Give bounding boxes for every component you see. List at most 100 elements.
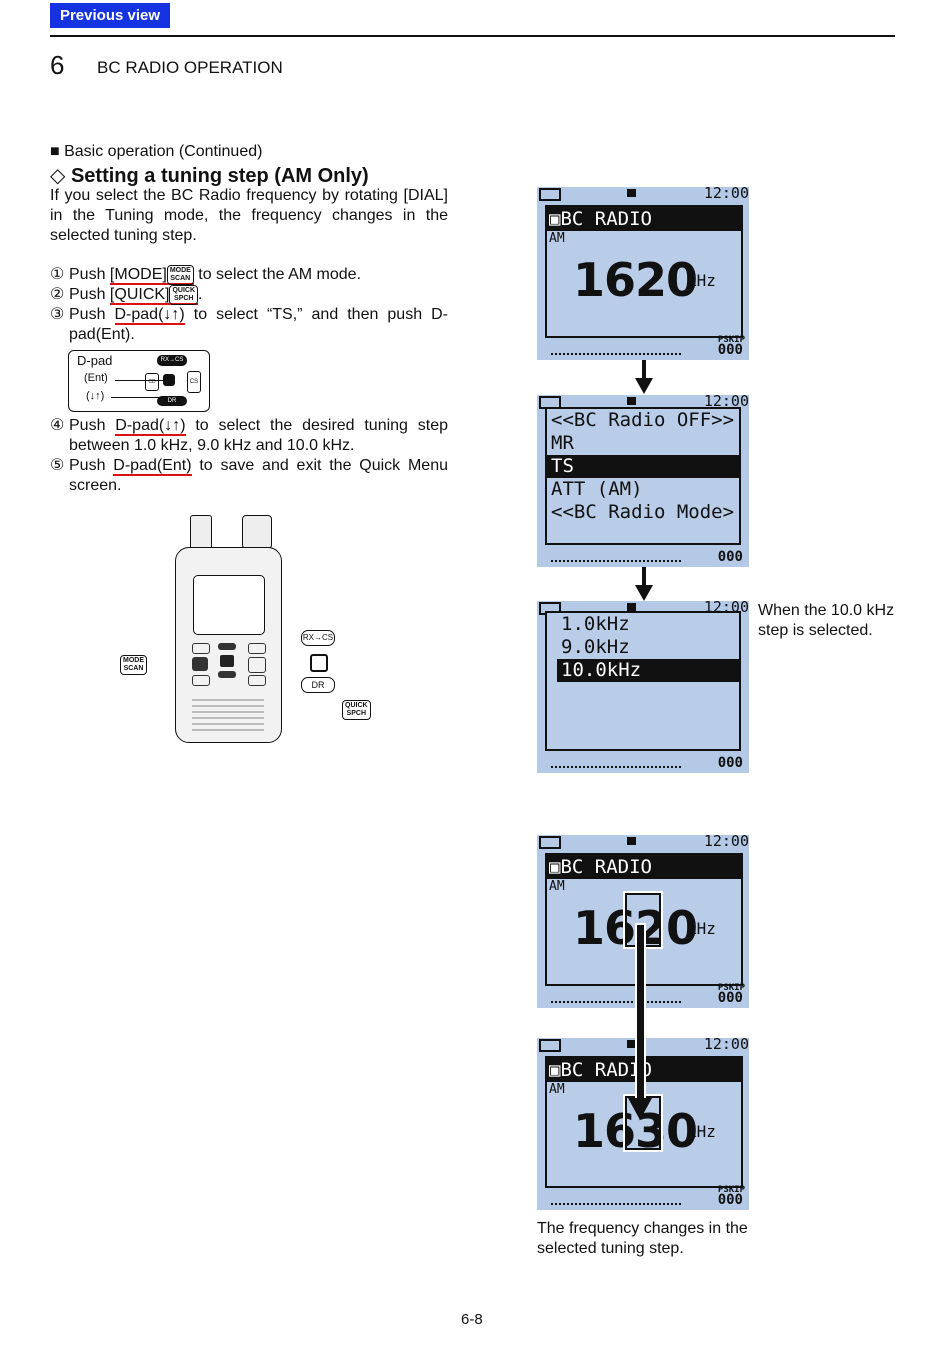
- arrow-stem: [642, 567, 646, 587]
- clock: 12:00: [703, 1038, 749, 1053]
- key-shape: [248, 643, 266, 654]
- lock-icon: [627, 1040, 636, 1048]
- rxcs-key-icon: RX→CS: [157, 355, 187, 366]
- radio-icon: ▣: [549, 208, 561, 230]
- key-shape: [192, 675, 210, 686]
- ent-key-icon: [310, 654, 328, 672]
- leader-line: [111, 397, 165, 398]
- radio-icon: ▣: [549, 1059, 561, 1081]
- battery-icon: [539, 188, 561, 201]
- dpad-diagram: D-pad (Ent) (↓↑) RX→CS CD CS DR: [68, 350, 210, 412]
- am-label: AM: [549, 1082, 565, 1097]
- menu-item-selected: TS: [547, 455, 739, 478]
- subtitle: ◇ Setting a tuning step (AM Only): [50, 163, 369, 188]
- clock: 12:00: [703, 395, 749, 410]
- step-text: .: [198, 286, 203, 304]
- memory-number: 000: [717, 1192, 743, 1208]
- dpad-updown-link[interactable]: D-pad(↓↑): [114, 306, 185, 325]
- step-option: 9.0kHz: [561, 636, 630, 658]
- step-number: ⑤: [50, 457, 65, 474]
- dpad-down-icon: [218, 671, 236, 678]
- lcd-quick-menu: 12:00 <<BC Radio OFF>> MR TS ATT (AM) <<…: [537, 395, 749, 567]
- rxcs-key-icon: RX→CS: [301, 630, 335, 646]
- memory-number: 000: [717, 990, 743, 1006]
- dpad-ent-link[interactable]: D-pad(Ent): [113, 457, 192, 476]
- intro-paragraph: If you select the BC Radio frequency by …: [50, 187, 448, 244]
- khz-unit: kHz: [687, 1122, 716, 1141]
- side-key-shape: [248, 657, 266, 673]
- step-option: 1.0kHz: [561, 613, 630, 635]
- step-text: Push: [69, 286, 110, 304]
- battery-icon: [539, 836, 561, 849]
- ent-key-icon: [163, 374, 175, 386]
- step-text: to select the AM mode.: [193, 266, 362, 284]
- lock-icon: [627, 397, 636, 405]
- step-text: Push: [69, 457, 114, 474]
- previous-view-button[interactable]: Previous view: [50, 3, 170, 28]
- mode-key-shape: [192, 657, 208, 671]
- dpad-updown-label: (↓↑): [86, 390, 105, 402]
- am-label: AM: [549, 879, 565, 894]
- chapter-number: 6: [50, 50, 65, 80]
- diamond-icon: ◇: [50, 165, 66, 187]
- step-number: ②: [50, 286, 65, 303]
- memory-number: 000: [717, 755, 743, 771]
- chapter-title: BC RADIO OPERATION: [97, 58, 283, 77]
- radio-screen: [193, 575, 265, 635]
- bc-radio-label: BC RADIO: [560, 208, 652, 230]
- dr-key-icon: DR: [157, 396, 187, 406]
- lock-icon: [627, 837, 636, 845]
- caption-step-selected: When the 10.0 kHz step is selected.: [758, 602, 895, 639]
- dpad-title: D-pad: [77, 353, 113, 368]
- lock-icon: [627, 603, 636, 611]
- change-arrow-stem: [637, 925, 644, 1105]
- step-3: ③ Push D-pad(↓↑) to select “TS,” and the…: [50, 305, 448, 345]
- radio-icon: ▣: [549, 856, 561, 878]
- memory-number: 000: [717, 342, 743, 358]
- speaker-grille: [192, 695, 264, 731]
- arrow-down-icon: [635, 378, 653, 394]
- step-number: ③: [50, 306, 65, 323]
- step-option-selected: 10.0kHz: [557, 659, 739, 682]
- lock-icon: [627, 189, 636, 197]
- change-arrow-head-icon: [628, 1098, 652, 1120]
- am-label: AM: [549, 231, 565, 246]
- subtitle-text: Setting a tuning step (AM Only): [70, 165, 369, 187]
- lcd-tuning-steps: 12:00 1.0kHz 9.0kHz 10.0kHz 000: [537, 601, 749, 773]
- dpad-center-icon: [220, 655, 234, 667]
- key-shape: [248, 675, 266, 686]
- dr-key-icon: DR: [301, 677, 335, 693]
- menu-item: <<BC Radio Mode>: [551, 501, 735, 523]
- step-text: Push: [69, 266, 110, 284]
- step-number: ④: [50, 417, 65, 434]
- bc-radio-label: BC RADIO: [560, 1059, 652, 1081]
- page-number: 6-8: [461, 1311, 483, 1328]
- cd-key-icon: CD: [145, 373, 159, 391]
- dpad-updown-link[interactable]: D-pad(↓↑): [115, 417, 186, 436]
- step-4: ④ Push D-pad(↓↑) to select the desired t…: [50, 416, 448, 456]
- step-number: ①: [50, 266, 65, 283]
- radio-illustration: [170, 515, 285, 743]
- pskip-label: PSKIP: [717, 1185, 745, 1195]
- dial-knob-icon: [242, 515, 272, 549]
- step-text: to select “TS,” and then push D-pad(Ent)…: [69, 306, 448, 343]
- dpad-up-icon: [218, 643, 236, 650]
- cs-key-icon: CS: [187, 371, 201, 393]
- memory-number: 000: [717, 549, 743, 565]
- dpad-ent-label: (Ent): [84, 372, 108, 384]
- bc-radio-label: BC RADIO: [560, 856, 652, 878]
- clock: 12:00: [703, 835, 749, 850]
- arrow-down-icon: [635, 585, 653, 601]
- caption-frequency-changes: The frequency changes in the selected tu…: [537, 1220, 748, 1257]
- section-heading: ■ Basic operation (Continued): [50, 143, 263, 160]
- step-text: to save and exit the Quick Menu screen.: [69, 457, 448, 494]
